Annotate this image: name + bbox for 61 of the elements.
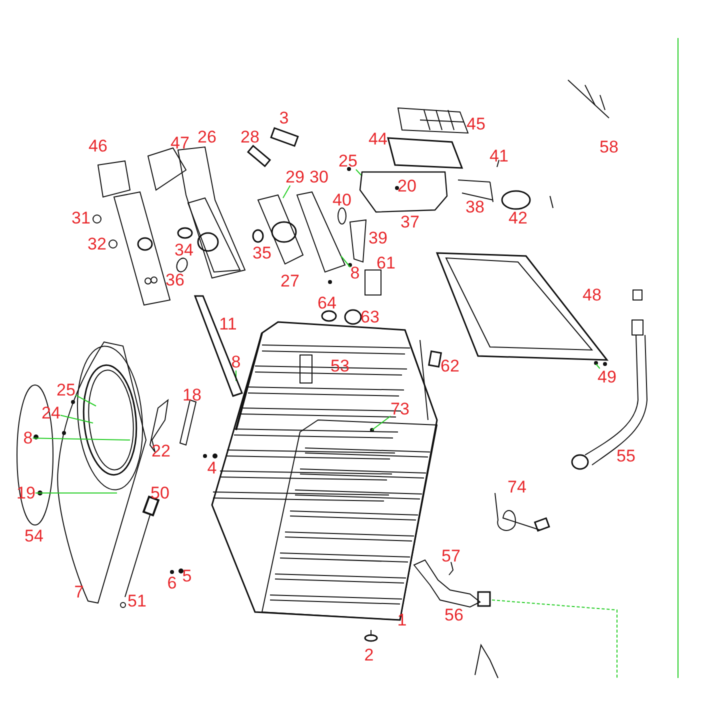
callout-number: 5 [182,568,192,584]
callout-number: 18 [182,386,202,404]
callout-number: 54 [24,528,44,544]
callout-number: 31 [72,210,90,226]
leader-line [282,185,291,198]
callout-number: 7 [74,584,84,600]
leader-line [340,256,351,268]
callout-number: 73 [390,400,410,418]
leader-line [34,492,118,494]
detergent-drawer-drawing [359,171,448,213]
callout-number: 38 [466,198,484,216]
callout-number: 50 [150,484,170,502]
callout-number: 1 [397,612,407,628]
callout-number: 55 [616,448,636,464]
callout-number: 8 [231,354,241,370]
callout-number: 28 [240,128,260,146]
callout-number: 3 [279,110,289,126]
callout-number: 74 [508,478,526,496]
leader-line [60,414,94,424]
callout-number: 6 [167,574,177,592]
callout-number: 56 [444,606,464,624]
leader-line [372,416,392,430]
callout-number: 63 [360,308,380,326]
callout-number: 42 [508,210,528,226]
callout-number: 49 [598,368,616,386]
callout-number: 48 [582,286,602,304]
leader-line [596,364,600,369]
callout-number: 8 [23,430,33,446]
callout-number: 51 [128,592,146,610]
leader-line [355,169,362,176]
callout-number: 29 [286,168,304,186]
callout-number: 44 [368,130,388,148]
callout-number: 39 [368,230,388,246]
callout-number: 4 [207,460,217,476]
callout-number: 27 [280,272,300,290]
callout-number: 36 [166,272,184,288]
leader-line [32,438,130,440]
callout-number: 58 [600,138,618,156]
callout-number: 25 [56,382,76,398]
callout-number: 61 [376,254,396,272]
callout-number: 37 [400,214,420,230]
callout-number: 26 [198,128,216,146]
callout-number: 57 [442,548,460,564]
callout-number: 25 [338,152,358,170]
callout-number: 41 [490,148,508,164]
callout-number: 8 [350,264,360,282]
leader-line [74,394,96,406]
callout-number: 47 [170,134,190,152]
callout-number: 34 [174,242,194,258]
callout-number: 20 [398,178,416,194]
callout-number: 46 [88,138,108,154]
callout-number: 64 [318,294,336,312]
callout-number: 2 [364,646,374,664]
callout-number: 22 [152,442,170,460]
callout-number: 35 [252,244,272,262]
callout-number: 11 [219,316,237,332]
callout-number: 40 [332,192,352,208]
callout-number: 32 [88,236,106,252]
callout-number: 30 [310,168,328,186]
callout-number: 62 [440,358,460,374]
callout-number: 45 [466,116,486,132]
